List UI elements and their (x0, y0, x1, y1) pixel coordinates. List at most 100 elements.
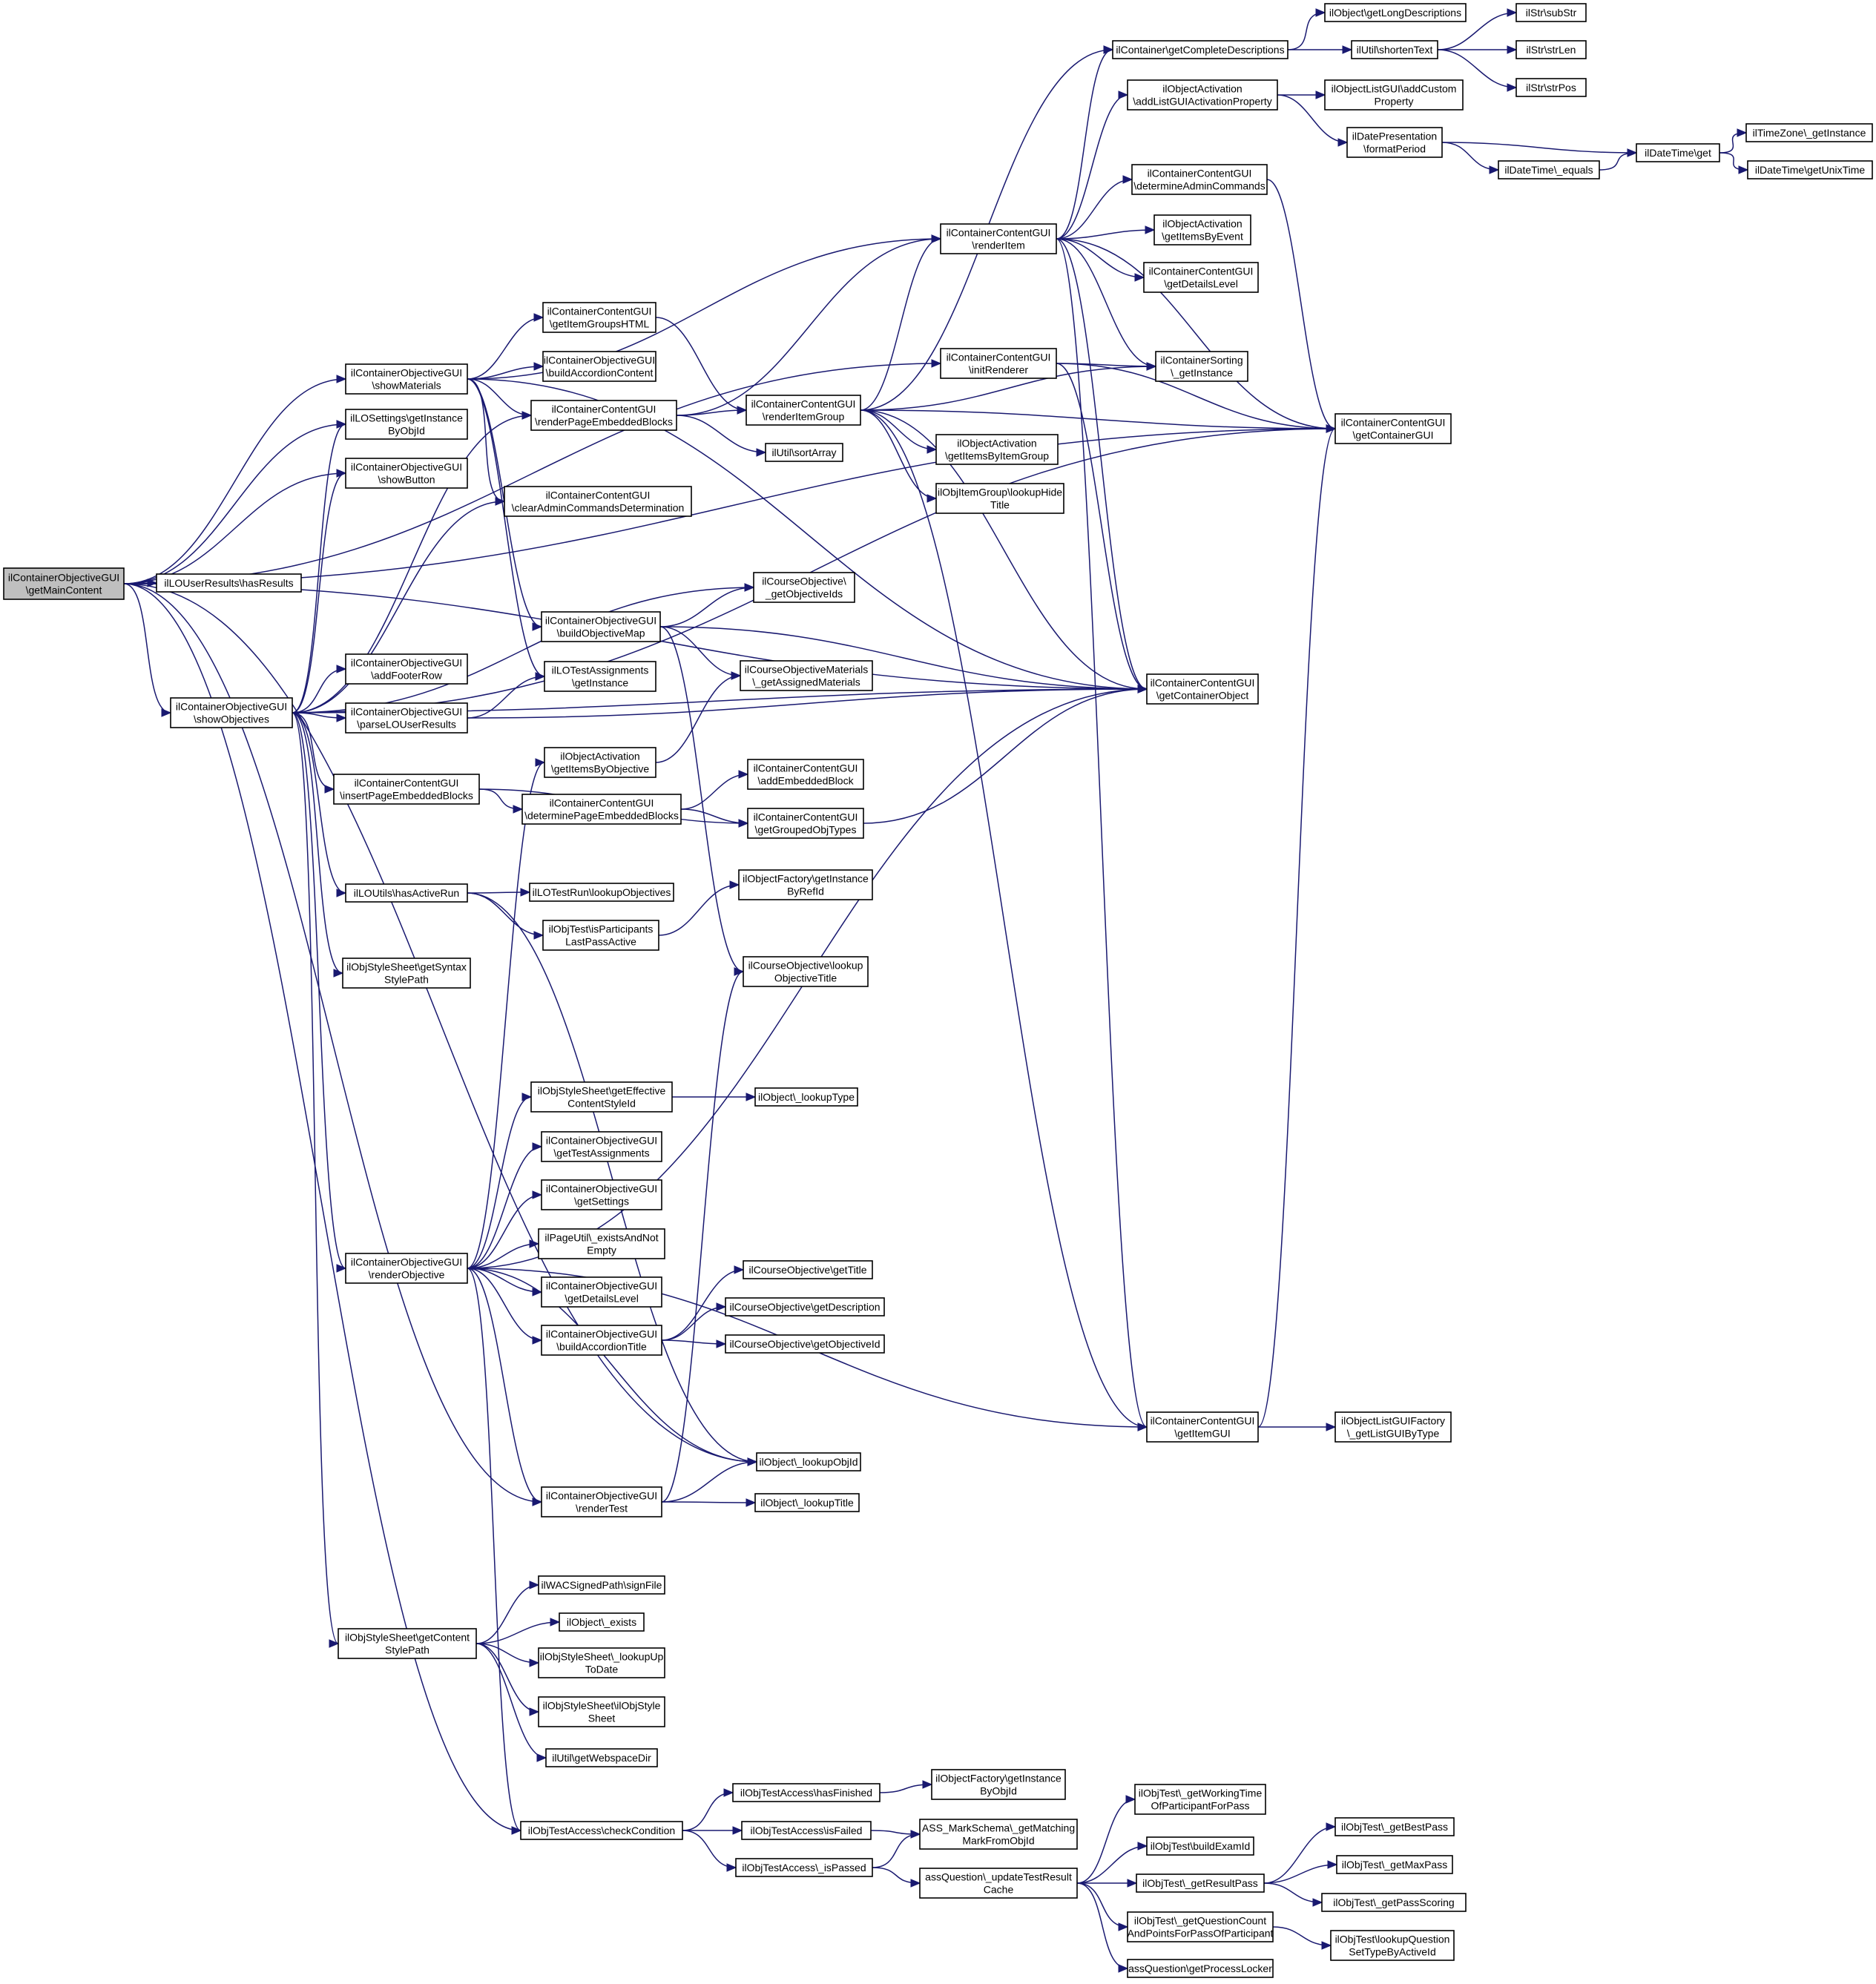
node-root[interactable]: ilContainerObjectiveGUI\getMainContent (3, 567, 125, 600)
node-get-question-count[interactable]: ilObjTest\_getQuestionCountAndPointsForP… (1127, 1911, 1274, 1942)
edge-render-test-to-lookup-obj-id (661, 1457, 758, 1503)
node-get-grouped-obj-types[interactable]: ilContainerContentGUI\getGroupedObjTypes (747, 808, 864, 839)
node-get-item-gui[interactable]: ilContainerContentGUI\getItemGUI (1146, 1411, 1259, 1443)
node-ccg-get-details-level[interactable]: ilContainerContentGUI\getDetailsLevel (1143, 262, 1259, 293)
node-init-renderer[interactable]: ilContainerContentGUI\initRenderer (940, 348, 1057, 379)
node-label-line: ilStr\subStr (1526, 7, 1577, 19)
node-parse-louser-results[interactable]: ilContainerObjectiveGUI\parseLOUserResul… (345, 702, 468, 734)
node-label-line: MarkFromObjId (962, 1835, 1034, 1847)
node-lookup-title[interactable]: ilObject\_lookupTitle (754, 1493, 860, 1512)
node-build-objective-map[interactable]: ilContainerObjectiveGUI\buildObjectiveMa… (541, 611, 661, 642)
node-get-process-locker[interactable]: assQuestion\getProcessLocker (1127, 1959, 1274, 1978)
node-label-line: _getObjectiveIds (765, 588, 843, 600)
node-is-failed[interactable]: ilObjTestAccess\isFailed (741, 1821, 872, 1840)
node-has-active-run[interactable]: ilLOUtils\hasActiveRun (345, 883, 468, 903)
node-get-items-by-item-group[interactable]: ilObjectActivation\getItemsByItemGroup (935, 434, 1059, 465)
node-has-finished[interactable]: ilObjTestAccess\hasFinished (732, 1783, 881, 1802)
node-get-unix-time[interactable]: ilDateTime\getUnixTime (1747, 160, 1873, 179)
node-get-long-descriptions[interactable]: ilObject\getLongDescriptions (1324, 3, 1467, 22)
node-build-accordion-content[interactable]: ilContainerObjectiveGUI\buildAccordionCo… (542, 351, 656, 382)
node-obj-exists[interactable]: ilObject\_exists (559, 1612, 645, 1632)
node-has-results[interactable]: ilLOUserResults\hasResults (156, 573, 302, 593)
node-lota-get-instance[interactable]: ilLOTestAssignments\getInstance (544, 661, 656, 692)
node-render-item-group[interactable]: ilContainerContentGUI\renderItemGroup (746, 395, 861, 426)
edge-get-content-style-path-to-il-obj-style-sheet (475, 1643, 540, 1716)
node-clear-admin-commands-determination[interactable]: ilContainerContentGUI\clearAdminCommands… (504, 486, 692, 517)
node-lookup-type[interactable]: ilObject\_lookupType (754, 1087, 858, 1107)
node-render-item[interactable]: ilContainerContentGUI\renderItem (940, 223, 1057, 254)
node-determine-admin-commands[interactable]: ilContainerContentGUI\determineAdminComm… (1131, 164, 1268, 195)
node-add-embedded-block[interactable]: ilContainerContentGUI\addEmbeddedBlock (747, 759, 864, 790)
node-get-objective-id[interactable]: ilCourseObjective\getObjectiveId (725, 1334, 885, 1354)
node-get-item-groups-html[interactable]: ilContainerContentGUI\getItemGroupsHTML (542, 302, 656, 333)
node-determine-page-embedded-blocks[interactable]: ilContainerContentGUI\determinePageEmbed… (521, 794, 682, 825)
node-get-webspace-dir[interactable]: ilUtil\getWebspaceDir (545, 1748, 658, 1767)
node-get-container-object[interactable]: ilContainerContentGUI\getContainerObject (1146, 673, 1259, 705)
node-get-items-by-objective[interactable]: ilObjectActivation\getItemsByObjective (544, 747, 656, 778)
node-get-working-time[interactable]: ilObjTest\_getWorkingTimeOfParticipantFo… (1134, 1784, 1266, 1815)
node-label-line: ilContainerContentGUI (751, 398, 856, 410)
node-get-best-pass[interactable]: ilObjTest\_getBestPass (1334, 1817, 1455, 1836)
node-add-footer-row[interactable]: ilContainerObjectiveGUI\addFooterRow (345, 653, 468, 685)
node-render-page-embedded-blocks[interactable]: ilContainerContentGUI\renderPageEmbedded… (530, 400, 677, 431)
node-show-materials[interactable]: ilContainerObjectiveGUI\showMaterials (345, 363, 468, 395)
node-get-pass-scoring[interactable]: ilObjTest\_getPassScoring (1321, 1893, 1467, 1912)
node-render-objective[interactable]: ilContainerObjectiveGUI\renderObjective (345, 1253, 468, 1284)
node-str-len[interactable]: ilStr\strLen (1515, 40, 1587, 59)
node-check-condition[interactable]: ilObjTestAccess\checkCondition (520, 1821, 683, 1840)
node-label-line: ilObjTest\_getBestPass (1341, 1821, 1448, 1833)
node-show-button[interactable]: ilContainerObjectiveGUI\showButton (345, 458, 468, 489)
node-get-title[interactable]: ilCourseObjective\getTitle (743, 1260, 873, 1279)
node-lookup-objectives[interactable]: ilLOTestRun\lookupObjectives (529, 883, 674, 902)
node-sub-str[interactable]: ilStr\subStr (1515, 3, 1587, 22)
edge-add-list-guiactivation-property-to-format-period (1277, 94, 1349, 147)
node-lookup-obj-id[interactable]: ilObject\_lookupObjId (756, 1452, 861, 1471)
node-get-test-assignments[interactable]: ilContainerObjectiveGUI\getTestAssignmen… (541, 1131, 662, 1162)
node-build-exam-id[interactable]: ilObjTest\buildExamId (1146, 1836, 1254, 1856)
node-sort-array[interactable]: ilUtil\sortArray (765, 443, 843, 462)
node-date-time-equals[interactable]: ilDateTime\_equals (1498, 160, 1600, 179)
node-is-passed[interactable]: ilObjTestAccess\_isPassed (735, 1858, 873, 1877)
node-get-container-gui[interactable]: ilContainerContentGUI\getContainerGUI (1334, 413, 1452, 444)
node-time-zone-get-instance[interactable]: ilTimeZone\_getInstance (1745, 123, 1873, 142)
node-il-obj-style-sheet[interactable]: ilObjStyleSheet\ilObjStyleSheet (538, 1696, 665, 1727)
node-label-line: Cache (984, 1884, 1014, 1896)
node-get-objective-ids[interactable]: ilCourseObjective\_getObjectiveIds (753, 572, 855, 603)
node-get-assigned-materials[interactable]: ilCourseObjectiveMaterials\_getAssignedM… (740, 660, 873, 691)
node-get-max-pass[interactable]: ilObjTest\_getMaxPass (1336, 1855, 1453, 1874)
node-render-test[interactable]: ilContainerObjectiveGUI\renderTest (541, 1486, 662, 1517)
node-get-description[interactable]: ilCourseObjective\getDescription (725, 1297, 885, 1316)
node-str-pos[interactable]: ilStr\strPos (1515, 78, 1587, 97)
node-get-items-by-event[interactable]: ilObjectActivation\getItemsByEvent (1153, 214, 1251, 245)
node-sign-file[interactable]: ilWACSignedPath\signFile (538, 1575, 665, 1595)
node-label-line: ilObjTest\_getMaxPass (1342, 1859, 1447, 1871)
node-shorten-text[interactable]: ilUtil\shortenText (1351, 40, 1438, 59)
node-insert-page-embedded-blocks[interactable]: ilContainerContentGUI\insertPageEmbedded… (333, 774, 480, 805)
node-get-settings[interactable]: ilContainerObjectiveGUI\getSettings (541, 1179, 662, 1210)
node-add-list-guiactivation-property[interactable]: ilObjectActivation\addListGUIActivationP… (1127, 79, 1278, 111)
node-build-accordion-title[interactable]: ilContainerObjectiveGUI\buildAccordionTi… (541, 1325, 662, 1356)
node-date-time-get[interactable]: ilDateTime\get (1636, 143, 1720, 162)
node-sorting-get-instance[interactable]: ilContainerSorting\_getInstance (1155, 351, 1248, 382)
node-lookup-question-set-type-by-active-id[interactable]: ilObjTest\lookupQuestionSetTypeByActiveI… (1330, 1930, 1455, 1961)
node-get-complete-descriptions[interactable]: ilContainer\getCompleteDescriptions (1112, 40, 1288, 59)
node-get-effective-content-style-id[interactable]: ilObjStyleSheet\getEffectiveContentStyle… (530, 1081, 673, 1113)
node-format-period[interactable]: ilDatePresentation\formatPeriod (1346, 127, 1443, 158)
node-show-objectives[interactable]: ilContainerObjectiveGUI\showObjectives (170, 697, 293, 728)
node-cog-get-details-level[interactable]: ilContainerObjectiveGUI\getDetailsLevel (541, 1276, 662, 1308)
node-get-list-guiby-type[interactable]: ilObjectListGUIFactory\_getListGUIByType (1334, 1411, 1452, 1443)
node-get-result-pass[interactable]: ilObjTest\_getResultPass (1136, 1873, 1265, 1893)
